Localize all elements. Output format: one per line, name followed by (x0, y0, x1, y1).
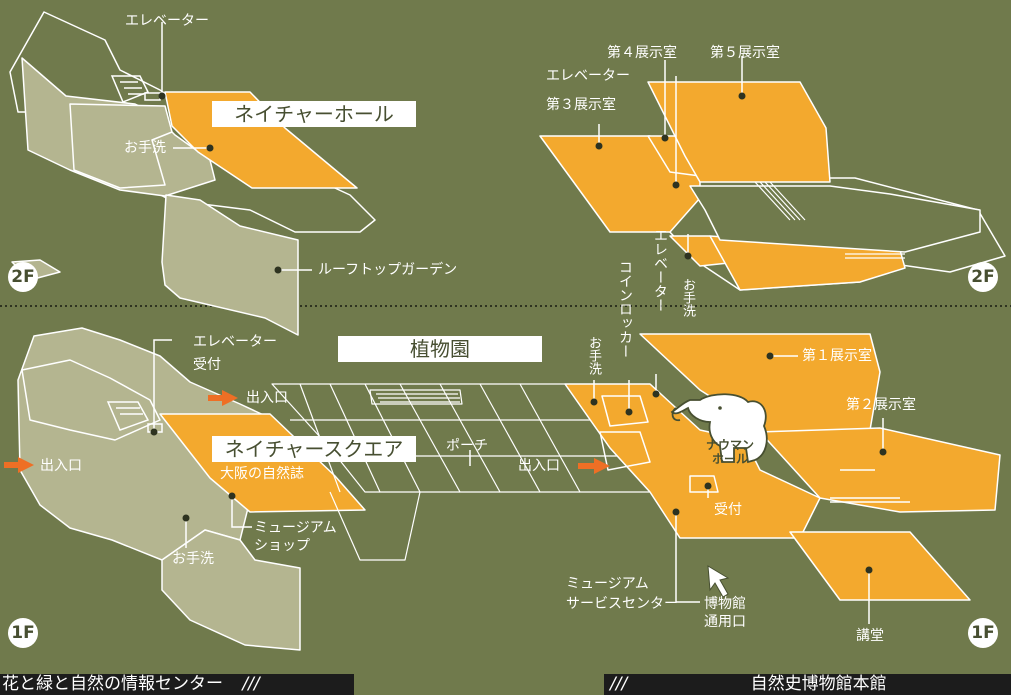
cursor-arrow-icon (707, 565, 730, 598)
leader-lines (153, 22, 884, 624)
entrance-label-1f-top: 出入口 (246, 390, 288, 406)
shop-label-line2: ショップ (254, 538, 310, 554)
stairs-icon-1f (106, 401, 163, 433)
entrance-arrow-icon (4, 390, 610, 474)
footer-left-bar: 花と緑と自然の情報センター /// (0, 674, 354, 695)
entrance-label-porch: 出入口 (518, 458, 560, 474)
naumann-hall-label-line2: ホール (712, 452, 749, 466)
room1-label: 第１展示室 (802, 348, 872, 364)
restroom-label-2f-right: お手洗 (680, 278, 695, 317)
service-center-line2: サービスセンター (566, 596, 678, 612)
elevator-label-1f-left: エレベーター (193, 334, 277, 350)
footer-left-slashes: /// (242, 674, 260, 694)
stairs-icon (110, 75, 161, 103)
elevator-label-2f-right: エレベーター (546, 68, 630, 84)
coin-locker-label: コインロッカー (617, 260, 633, 358)
footer-right-bar: /// 自然史博物館本館 (604, 674, 1011, 695)
botanical-garden-label: 植物園 (338, 336, 542, 362)
room5-area (647, 81, 831, 183)
floor-badge-1f-left: 1F (8, 618, 38, 648)
naumann-hall-label-line1: ナウマン (706, 438, 755, 452)
elevator-label-vertical: エレベーター (652, 228, 668, 312)
entrance-label-1f-left: 出入口 (40, 458, 82, 474)
service-center-line1: ミュージアム (566, 576, 649, 592)
floor-badge-1f-right: 1F (968, 618, 998, 648)
elevator-label-2f-left: エレベーター (125, 13, 209, 29)
footer-right-slashes: /// (610, 674, 628, 694)
floor-badge-2f-left: 2F (8, 262, 38, 292)
staff-entrance-line2: 通用口 (704, 614, 746, 630)
room5-label: 第５展示室 (710, 45, 780, 61)
porch-label: ポーチ (446, 438, 488, 454)
restroom-label-2f-left: お手洗 (124, 140, 166, 156)
main-museum-2f (539, 81, 1006, 291)
nature-hall-label: ネイチャーホール (212, 101, 416, 127)
auditorium-area (789, 531, 971, 601)
staff-entrance-line1: 博物館 (704, 596, 746, 612)
stairs-icon-2f-right (754, 181, 905, 259)
reception-label-1f-right: 受付 (714, 502, 742, 518)
room2-label: 第２展示室 (846, 397, 916, 413)
elephant-icon (670, 393, 768, 464)
floor-badge-2f-right: 2F (968, 262, 998, 292)
info-center-1f (17, 327, 301, 651)
restroom-label-1f-right: お手洗 (586, 336, 601, 375)
info-center-1f-orange (159, 413, 366, 513)
auditorium-label: 講堂 (856, 628, 884, 644)
osaka-nature-label: 大阪の自然誌 (220, 466, 304, 482)
footer-right-title: 自然史博物館本館 (750, 674, 887, 694)
reception-label-1f-left: 受付 (193, 357, 221, 373)
nature-square-area (159, 413, 366, 513)
rooftop-garden-label: ルーフトップガーデン (318, 262, 458, 278)
nature-square-label: ネイチャースクエア (212, 436, 416, 462)
shop-label-line1: ミュージアム (254, 520, 337, 536)
footer-left-title: 花と緑と自然の情報センター (2, 674, 223, 694)
room4-label: 第４展示室 (607, 45, 677, 61)
room2-area (759, 427, 1001, 513)
main-museum-1f (564, 333, 1001, 601)
room3-label: 第３展示室 (546, 97, 616, 113)
restroom-label-1f-left: お手洗 (172, 551, 214, 567)
leader-dots (150, 92, 887, 574)
